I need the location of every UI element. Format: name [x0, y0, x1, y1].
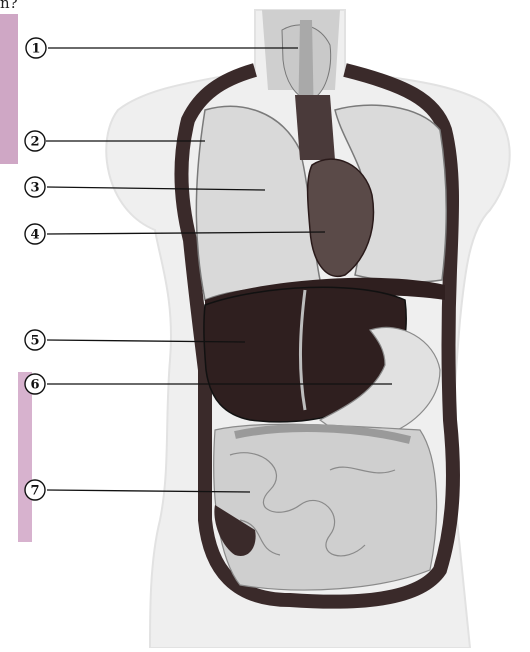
svg-text:5: 5 — [30, 334, 39, 349]
label-marker-6: 6 — [25, 374, 45, 394]
svg-text:6: 6 — [30, 378, 39, 393]
label-marker-4: 4 — [25, 224, 45, 244]
label-marker-2: 2 — [25, 131, 45, 151]
label-marker-3: 3 — [25, 177, 45, 197]
corner-text: n? — [0, 0, 18, 12]
great-vessels — [295, 95, 335, 160]
label-marker-5: 5 — [25, 330, 45, 350]
svg-text:7: 7 — [30, 484, 39, 499]
large-intestine — [214, 424, 437, 590]
svg-text:3: 3 — [30, 181, 39, 196]
svg-text:2: 2 — [30, 135, 39, 150]
sidebar-tab-bottom — [18, 372, 32, 542]
label-marker-1: 1 — [26, 38, 46, 58]
svg-text:1: 1 — [31, 42, 40, 57]
svg-text:4: 4 — [30, 228, 39, 243]
sidebar-tab-top — [0, 14, 18, 164]
label-marker-7: 7 — [25, 480, 45, 500]
